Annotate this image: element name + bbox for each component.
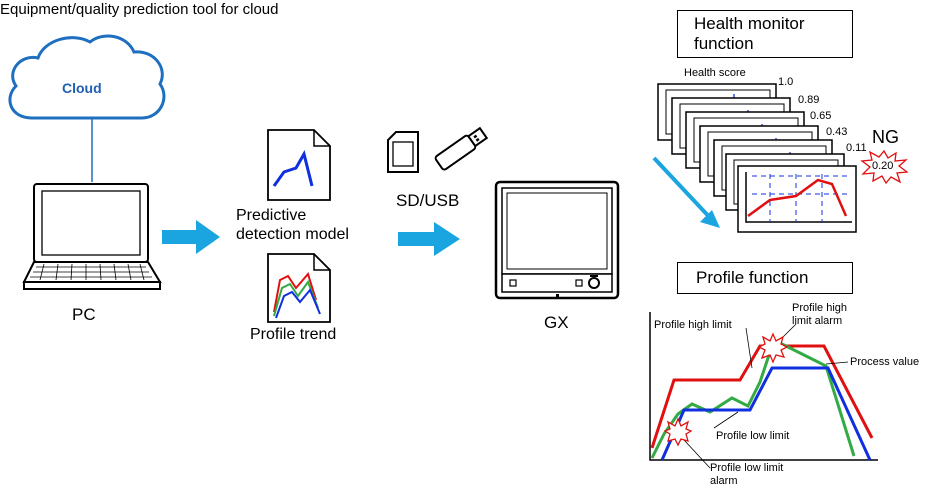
health-score-value: 0.43 <box>826 126 848 138</box>
health-score-value: 0.11 <box>846 142 867 154</box>
ng-score-value: 0.20 <box>872 160 894 172</box>
profile-chart <box>649 312 878 469</box>
usb-stick-icon <box>434 126 489 171</box>
profile-low-limit-alarm-label: Profile low limit alarm <box>710 462 784 487</box>
arrow-right-icon <box>398 222 460 256</box>
profile-high-limit-alarm-label: Profile high limit alarm <box>792 302 848 328</box>
process-value-line <box>650 340 856 459</box>
process-value-label: Process value <box>850 356 920 368</box>
ng-alert-burst-icon <box>860 149 909 185</box>
cloud-link-line <box>91 118 93 182</box>
health-chart-front-card <box>737 165 857 233</box>
cloud-label: Cloud <box>62 80 102 96</box>
low-limit-alarm-burst-icon <box>663 417 693 447</box>
profile-high-limit-label: Profile high limit <box>654 319 732 331</box>
health-score-label: Health score <box>684 67 746 79</box>
health-score-value: 1.0 <box>778 76 794 88</box>
health-monitor-title: Health monitor function <box>694 14 805 53</box>
pc-label: PC <box>72 305 96 324</box>
profile-function-title: Profile function <box>696 268 809 287</box>
health-chart-stack <box>652 83 857 233</box>
high-limit-alarm-burst-icon <box>757 332 789 364</box>
profile-trend-label: Profile trend <box>250 326 337 343</box>
health-score-value: 0.65 <box>810 110 832 122</box>
gx-recorder-icon <box>494 180 620 300</box>
health-score-value: 0.89 <box>798 94 820 106</box>
profile-trend-document-icon <box>267 253 331 323</box>
profile-low-limit-line <box>660 366 872 461</box>
sd-card-icon <box>387 131 419 173</box>
profile-low-limit-label: Profile low limit <box>716 430 790 442</box>
profile-high-limit-line <box>650 344 874 449</box>
diagram-title: Equipment/quality prediction tool for cl… <box>0 1 279 18</box>
predictive-model-label: Predictive detection model <box>236 207 349 244</box>
ng-label: NG <box>872 127 899 147</box>
gx-label: GX <box>544 313 569 332</box>
arrow-right-icon <box>162 220 220 254</box>
health-monitor-title-box: Health monitor function <box>677 10 853 58</box>
laptop-icon <box>22 183 162 290</box>
sd-usb-label: SD/USB <box>396 191 460 210</box>
predictive-model-document-icon <box>267 129 331 201</box>
profile-function-title-box: Profile function <box>677 262 853 294</box>
cloud-icon <box>8 34 166 120</box>
